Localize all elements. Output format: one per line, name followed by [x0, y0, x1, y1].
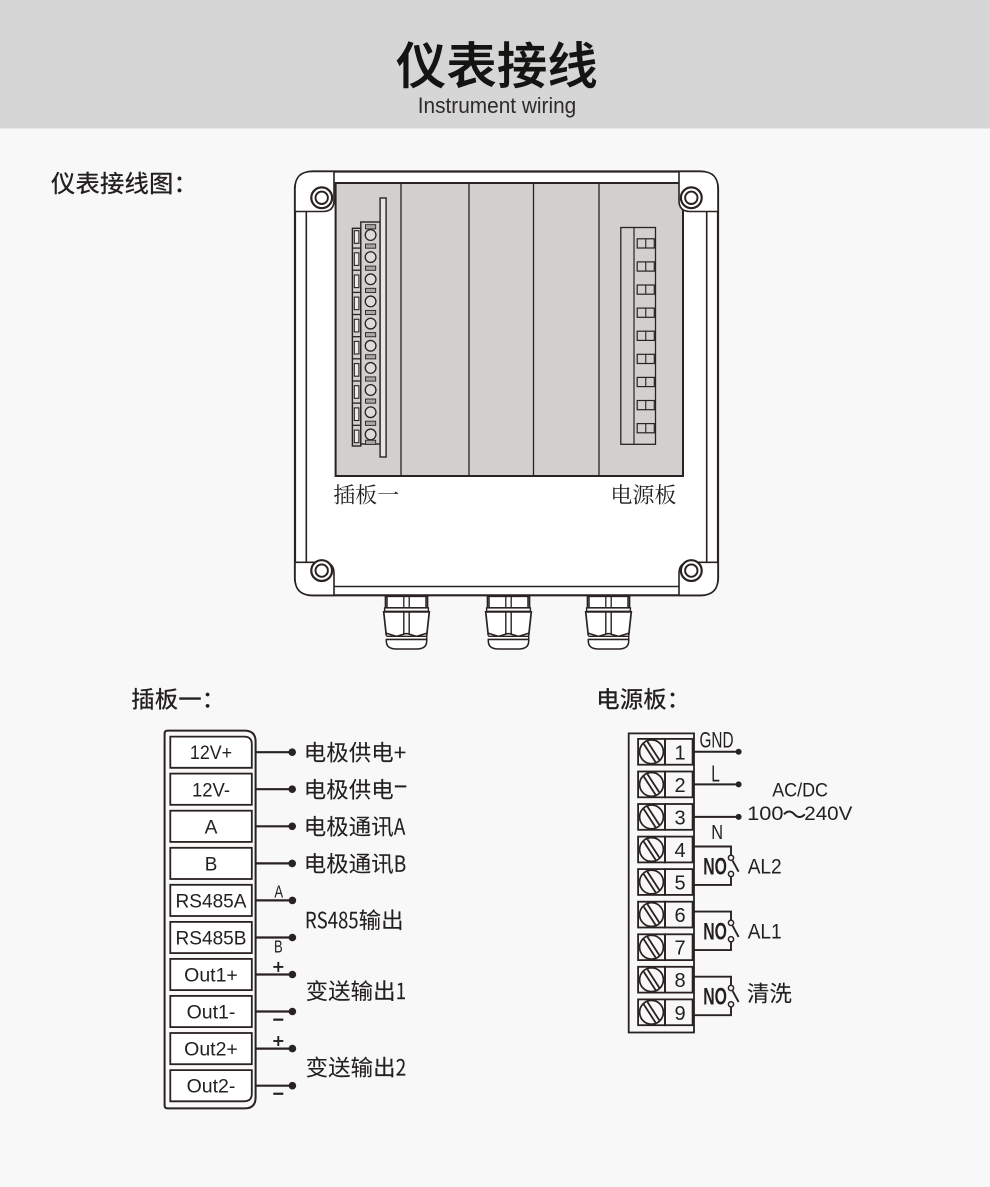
svg-text:7: 7 — [674, 938, 685, 960]
svg-text:NO: NO — [703, 984, 727, 1011]
svg-text:AC/DC: AC/DC — [772, 780, 828, 801]
svg-text:GND: GND — [700, 728, 734, 753]
svg-text:Out1+: Out1+ — [184, 965, 238, 987]
svg-text:Out2-: Out2- — [187, 1076, 236, 1098]
svg-text:Out1-: Out1- — [187, 1002, 236, 1024]
svg-text:RS485B: RS485B — [176, 927, 247, 949]
svg-text:A: A — [274, 881, 283, 901]
svg-text:1: 1 — [674, 742, 685, 764]
svg-text:B: B — [205, 853, 218, 875]
svg-text:9: 9 — [674, 1003, 685, 1025]
svg-text:RS485A: RS485A — [176, 890, 247, 912]
svg-text:Out2+: Out2+ — [184, 1039, 238, 1061]
svg-text:3: 3 — [674, 807, 685, 829]
svg-text:12V-: 12V- — [192, 779, 230, 801]
svg-text:2: 2 — [674, 775, 685, 797]
svg-text:NO: NO — [703, 853, 727, 880]
svg-text:AL2: AL2 — [748, 855, 782, 878]
svg-text:12V+: 12V+ — [190, 742, 232, 764]
svg-text:100: 100 — [747, 804, 783, 825]
svg-text:NO: NO — [703, 918, 727, 945]
svg-text:4: 4 — [674, 840, 685, 862]
svg-text:AL1: AL1 — [748, 920, 782, 943]
svg-text:L: L — [711, 761, 720, 787]
svg-text:N: N — [711, 822, 723, 844]
svg-text:5: 5 — [674, 873, 685, 895]
svg-text:6: 6 — [674, 905, 685, 927]
svg-text:240V: 240V — [804, 804, 852, 825]
svg-text:Instrument wiring: Instrument wiring — [418, 93, 577, 118]
svg-text:B: B — [274, 936, 283, 956]
svg-text:8: 8 — [674, 970, 685, 992]
svg-text:A: A — [205, 816, 218, 838]
